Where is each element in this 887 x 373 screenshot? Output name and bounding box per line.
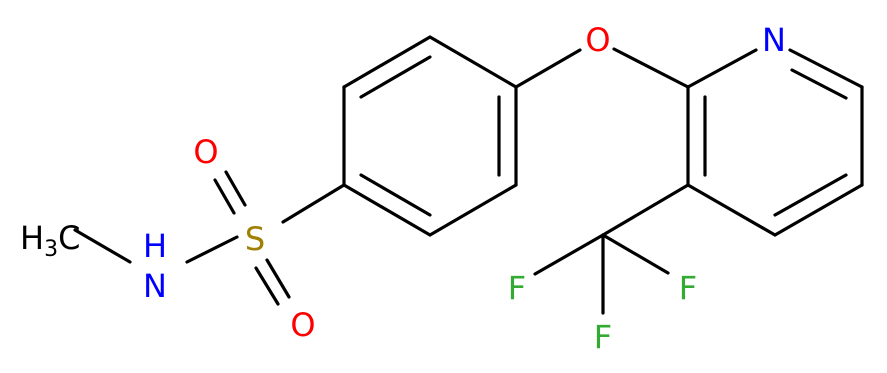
bond-nitrogen-sulfur (185, 235, 239, 264)
methyl-h: H (20, 219, 44, 257)
bond-pyridine-inner-1 (790, 68, 848, 100)
bond-benzene-inner-1 (359, 55, 432, 99)
bond-benzene-3 (428, 35, 518, 89)
amide-nitrogen: N (143, 267, 167, 305)
bond-ether-oxygen-pyridine (612, 47, 690, 89)
bond-benzene-2 (342, 35, 432, 89)
bond-benzene-5 (428, 183, 518, 237)
bond-pyridine-4 (773, 183, 864, 237)
bond-pyridine-cf3 (601, 183, 690, 237)
bond-sulfur-oxygen-top-a (224, 170, 247, 207)
bond-ring-ether-oxygen (514, 48, 582, 89)
methyl-label: H3C (20, 219, 80, 262)
bond-sulfur-oxygen-bottom-a (254, 266, 280, 306)
bond-sulfur-ring (281, 183, 346, 224)
pyridine-nitrogen-atom: N (762, 21, 786, 59)
methyl-subscript: 3 (44, 237, 58, 262)
bond-pyridine-2 (788, 48, 864, 89)
fluorine-right-atom: F (679, 269, 697, 307)
bond-methyl-nitrogen (73, 228, 132, 264)
sulfur-atom: S (245, 220, 265, 258)
fluorine-left-atom: F (508, 269, 526, 307)
bond-sulfur-oxygen-bottom-b (265, 258, 291, 299)
bond-benzene-6 (342, 183, 432, 237)
bond-pyridine-5 (686, 183, 777, 237)
methyl-c: C (58, 219, 80, 257)
oxygen-top-atom: O (193, 133, 218, 171)
bond-benzene-inner-3 (359, 173, 432, 217)
bond-cf3-fluorine-right (601, 233, 670, 275)
amide-nh-hydrogen: H (143, 227, 167, 265)
ether-oxygen-atom: O (585, 21, 610, 59)
bond-cf3-fluorine-left (533, 233, 605, 276)
fluorine-bottom-atom: F (594, 318, 612, 356)
bond-sulfur-oxygen-top-b (213, 178, 236, 215)
bond-pyridine-inner-2 (773, 173, 848, 217)
bond-lines (73, 35, 864, 315)
bond-pyridine-1 (686, 48, 758, 89)
oxygen-bottom-atom: O (290, 306, 315, 344)
